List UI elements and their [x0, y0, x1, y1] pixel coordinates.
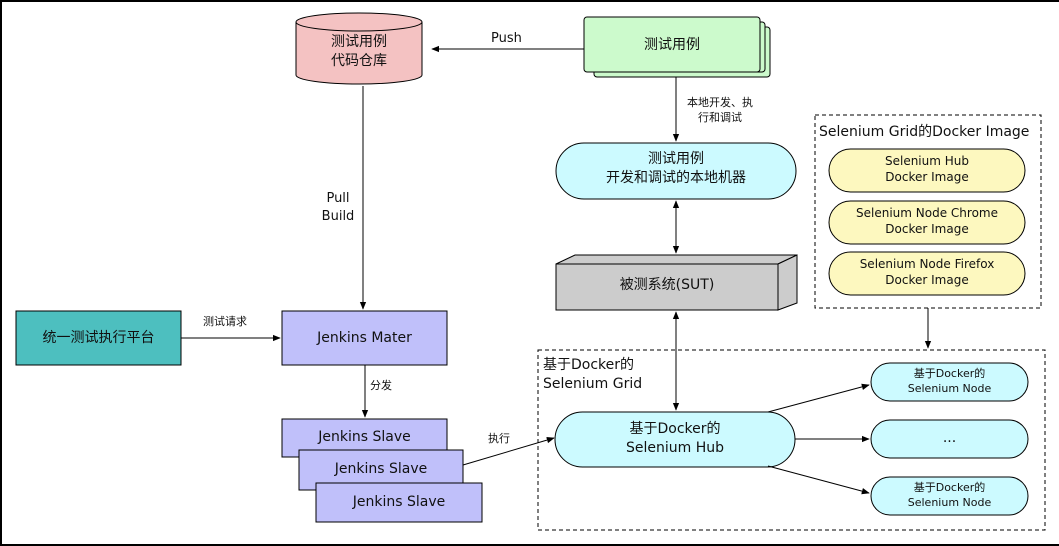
grid-node-3-line2: Selenium Node [907, 495, 992, 509]
docker-image-chrome-line1: Selenium Node Chrome [856, 206, 998, 220]
repo-label-line2: 代码仓库 [331, 52, 387, 69]
docker-image-chrome-label: Selenium Node Chrome Docker Image [829, 205, 1025, 237]
docker-image-hub-line2: Docker Image [885, 170, 969, 185]
local-machine-label: 测试用例 开发和调试的本地机器 [556, 150, 796, 188]
docker-image-chrome-line2: Docker Image [885, 222, 969, 237]
hub-label-line2: Selenium Hub [625, 439, 724, 456]
edge-label-local-dev-line1: 本地开发、执 [687, 96, 753, 109]
local-machine-node[interactable] [555, 142, 797, 200]
docker-image-firefox-line2: Docker Image [885, 273, 969, 288]
grid-group-title-line2: Selenium Grid [543, 375, 643, 392]
docker-image-hub-label: Selenium Hub Docker Image [829, 153, 1025, 185]
grid-node-1-line1: 基于Docker的 [913, 367, 986, 380]
jenkins-slave-3[interactable] [315, 482, 483, 523]
edge-label-push: Push [491, 31, 522, 46]
edge-label-pull: Pull [326, 191, 350, 206]
platform-box[interactable] [15, 310, 182, 366]
local-machine-line2: 开发和调试的本地机器 [606, 169, 746, 186]
local-machine-line1: 测试用例 [648, 151, 704, 167]
docker-image-firefox-label: Selenium Node Firefox Docker Image [829, 256, 1025, 288]
platform-label: 统一测试执行平台 [42, 330, 155, 346]
grid-group-title: 基于Docker的 Selenium Grid [543, 356, 642, 394]
grid-group-title-line1: 基于Docker的 [543, 357, 635, 373]
grid-node-1-label: 基于Docker的 Selenium Node [871, 367, 1028, 397]
grid-node-2[interactable] [870, 419, 1029, 459]
repo-label: 测试用例 代码仓库 [296, 33, 422, 71]
testcases-label: 测试用例 [644, 37, 700, 53]
docker-image-hub-line1: Selenium Hub [884, 154, 969, 168]
docker-image-firefox-line1: Selenium Node Firefox [859, 257, 995, 271]
jenkins-slave-2-label: Jenkins Slave [334, 461, 428, 477]
edge-label-test-request: 测试请求 [203, 315, 247, 328]
grid-node-3-line1: 基于Docker的 [913, 481, 986, 494]
repo-cylinder[interactable] [295, 12, 423, 85]
testcases-stack[interactable] [583, 16, 771, 78]
grid-node-1[interactable] [870, 362, 1029, 402]
grid-node-3-label: 基于Docker的 Selenium Node [871, 481, 1028, 511]
jenkins-slave-3-label: Jenkins Slave [352, 494, 446, 510]
docker-image-chrome[interactable] [828, 200, 1026, 245]
edge-label-local-dev-line2: 行和调试 [698, 110, 742, 124]
docker-images-title: Selenium Grid的Docker Image [819, 124, 1030, 140]
repo-label-line1: 测试用例 [331, 34, 387, 50]
grid-node-3[interactable] [870, 476, 1029, 516]
grid-group [537, 349, 1046, 531]
edge-label-distribute: 分发 [370, 379, 392, 392]
edge-hub-node-1 [767, 383, 870, 413]
edge-label-build: Build [321, 208, 355, 224]
jenkins-slave-1-label: Jenkins Slave [318, 429, 411, 445]
edge-label-pull-build: Pull Build [318, 190, 358, 225]
edge-label-local-dev: 本地开发、执 行和调试 [680, 96, 760, 126]
docker-image-hub[interactable] [828, 148, 1026, 193]
sut-label: 被测系统(SUT) [619, 277, 715, 293]
docker-image-firefox[interactable] [828, 251, 1026, 296]
grid-node-2-label: ... [942, 430, 957, 446]
edge-label-execute: 执行 [488, 432, 510, 445]
edge-execute [462, 436, 555, 466]
hub-label: 基于Docker的 Selenium Hub [555, 420, 795, 458]
hub-label-line1: 基于Docker的 [629, 421, 721, 437]
edge-hub-node-3 [767, 465, 870, 495]
grid-node-1-line2: Selenium Node [907, 381, 992, 395]
sut-box[interactable] [555, 254, 798, 311]
jenkins-master-label: Jenkins Mater [317, 330, 412, 346]
